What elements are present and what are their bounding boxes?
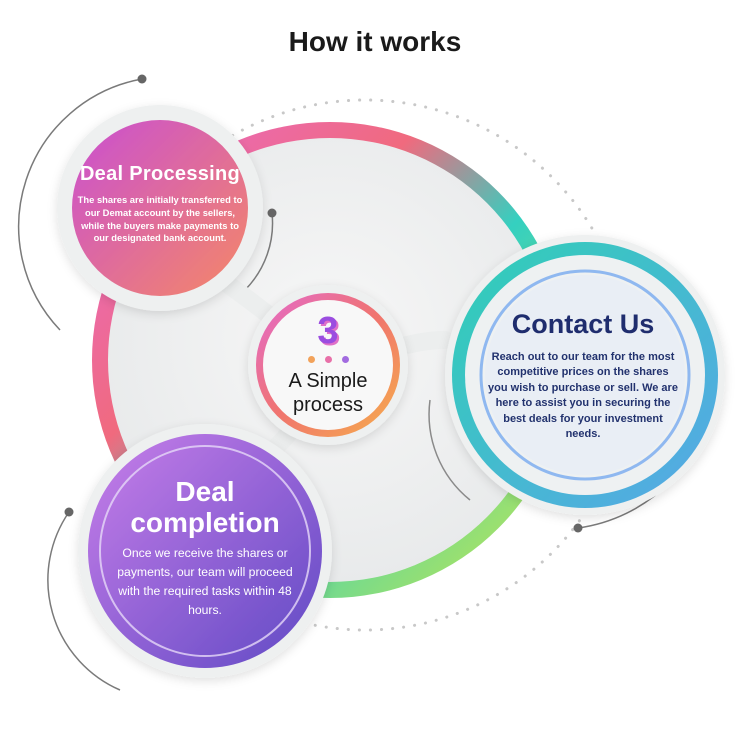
- step-heading: Contact Us: [511, 308, 655, 339]
- step-description: The shares are initially transferred to …: [77, 193, 243, 244]
- step-heading: Deal Processing: [79, 162, 241, 185]
- dot: [341, 355, 349, 363]
- step-heading: Deal completion: [130, 476, 280, 538]
- orbit-dot: [267, 208, 277, 218]
- orbit-line-top-left: [17, 78, 143, 331]
- page-title: How it works: [288, 26, 462, 57]
- orbit-dot: [573, 523, 583, 533]
- contact-node: [445, 235, 725, 515]
- dot: [307, 355, 315, 363]
- step-deal-processing: Deal Processing The shares are initially…: [75, 128, 245, 278]
- center-node: [248, 285, 408, 445]
- center-summary: 3 A Simple process: [266, 298, 390, 430]
- orbit-dot: [64, 507, 74, 517]
- step-description: Once we receive the shares or payments, …: [117, 546, 293, 617]
- completion-node: [78, 424, 332, 678]
- center-label: A Simple process: [288, 369, 368, 416]
- orbit-line-bottom-left: [47, 511, 121, 691]
- dot: [324, 355, 332, 363]
- step-count: 3: [317, 309, 339, 352]
- step-deal-completion: Deal completion Once we receive the shar…: [112, 468, 298, 628]
- processing-node: [57, 105, 263, 311]
- dots-indicator: [307, 355, 349, 363]
- step-description: Reach out to our team for the most compe…: [488, 350, 678, 441]
- orbit-dot: [137, 74, 147, 84]
- step-contact-us: Contact Us Reach out to our team for the…: [488, 290, 678, 460]
- orbit-line-top-left-inner: [244, 212, 274, 291]
- orbit-line-right-inner: [428, 399, 471, 501]
